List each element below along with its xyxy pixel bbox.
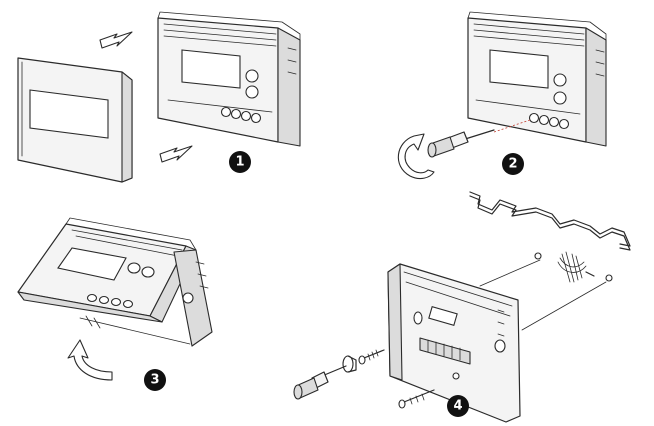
rotate-arrow-2 — [397, 133, 435, 180]
wires-bundle — [534, 251, 613, 283]
screwdriver-4 — [293, 365, 347, 400]
step-4-number: 4 — [453, 399, 462, 414]
screw-bottom — [398, 389, 435, 409]
step-1-number: 1 — [235, 155, 244, 170]
remove-cover-arrow-bottom — [159, 145, 193, 163]
step-3-number: 3 — [150, 373, 159, 388]
step-2-panel: 2 — [397, 11, 607, 180]
front-cover — [17, 57, 133, 183]
step-2-number: 2 — [508, 157, 517, 172]
wall-plug — [342, 355, 357, 373]
step-3-panel: 3 — [17, 217, 213, 391]
hinge-up-arrow — [67, 339, 113, 381]
step-1-panel: 1 — [17, 11, 301, 183]
thermostat-unit-3 — [17, 217, 197, 323]
remove-cover-arrow-top — [99, 31, 133, 49]
step-2-badge: 2 — [502, 153, 524, 175]
wall-base-3 — [79, 249, 213, 347]
step-4-panel: 4 — [293, 191, 631, 423]
thermostat-unit-2 — [467, 11, 607, 147]
step-1-badge: 1 — [229, 151, 251, 173]
wall-outline — [469, 191, 631, 251]
wall-base-4 — [387, 259, 607, 423]
screwdriver-2 — [427, 119, 531, 158]
step-3-badge: 3 — [144, 369, 166, 391]
thermostat-unit-1 — [157, 11, 301, 147]
screw-top — [358, 349, 385, 365]
step-4-badge: 4 — [447, 395, 469, 417]
